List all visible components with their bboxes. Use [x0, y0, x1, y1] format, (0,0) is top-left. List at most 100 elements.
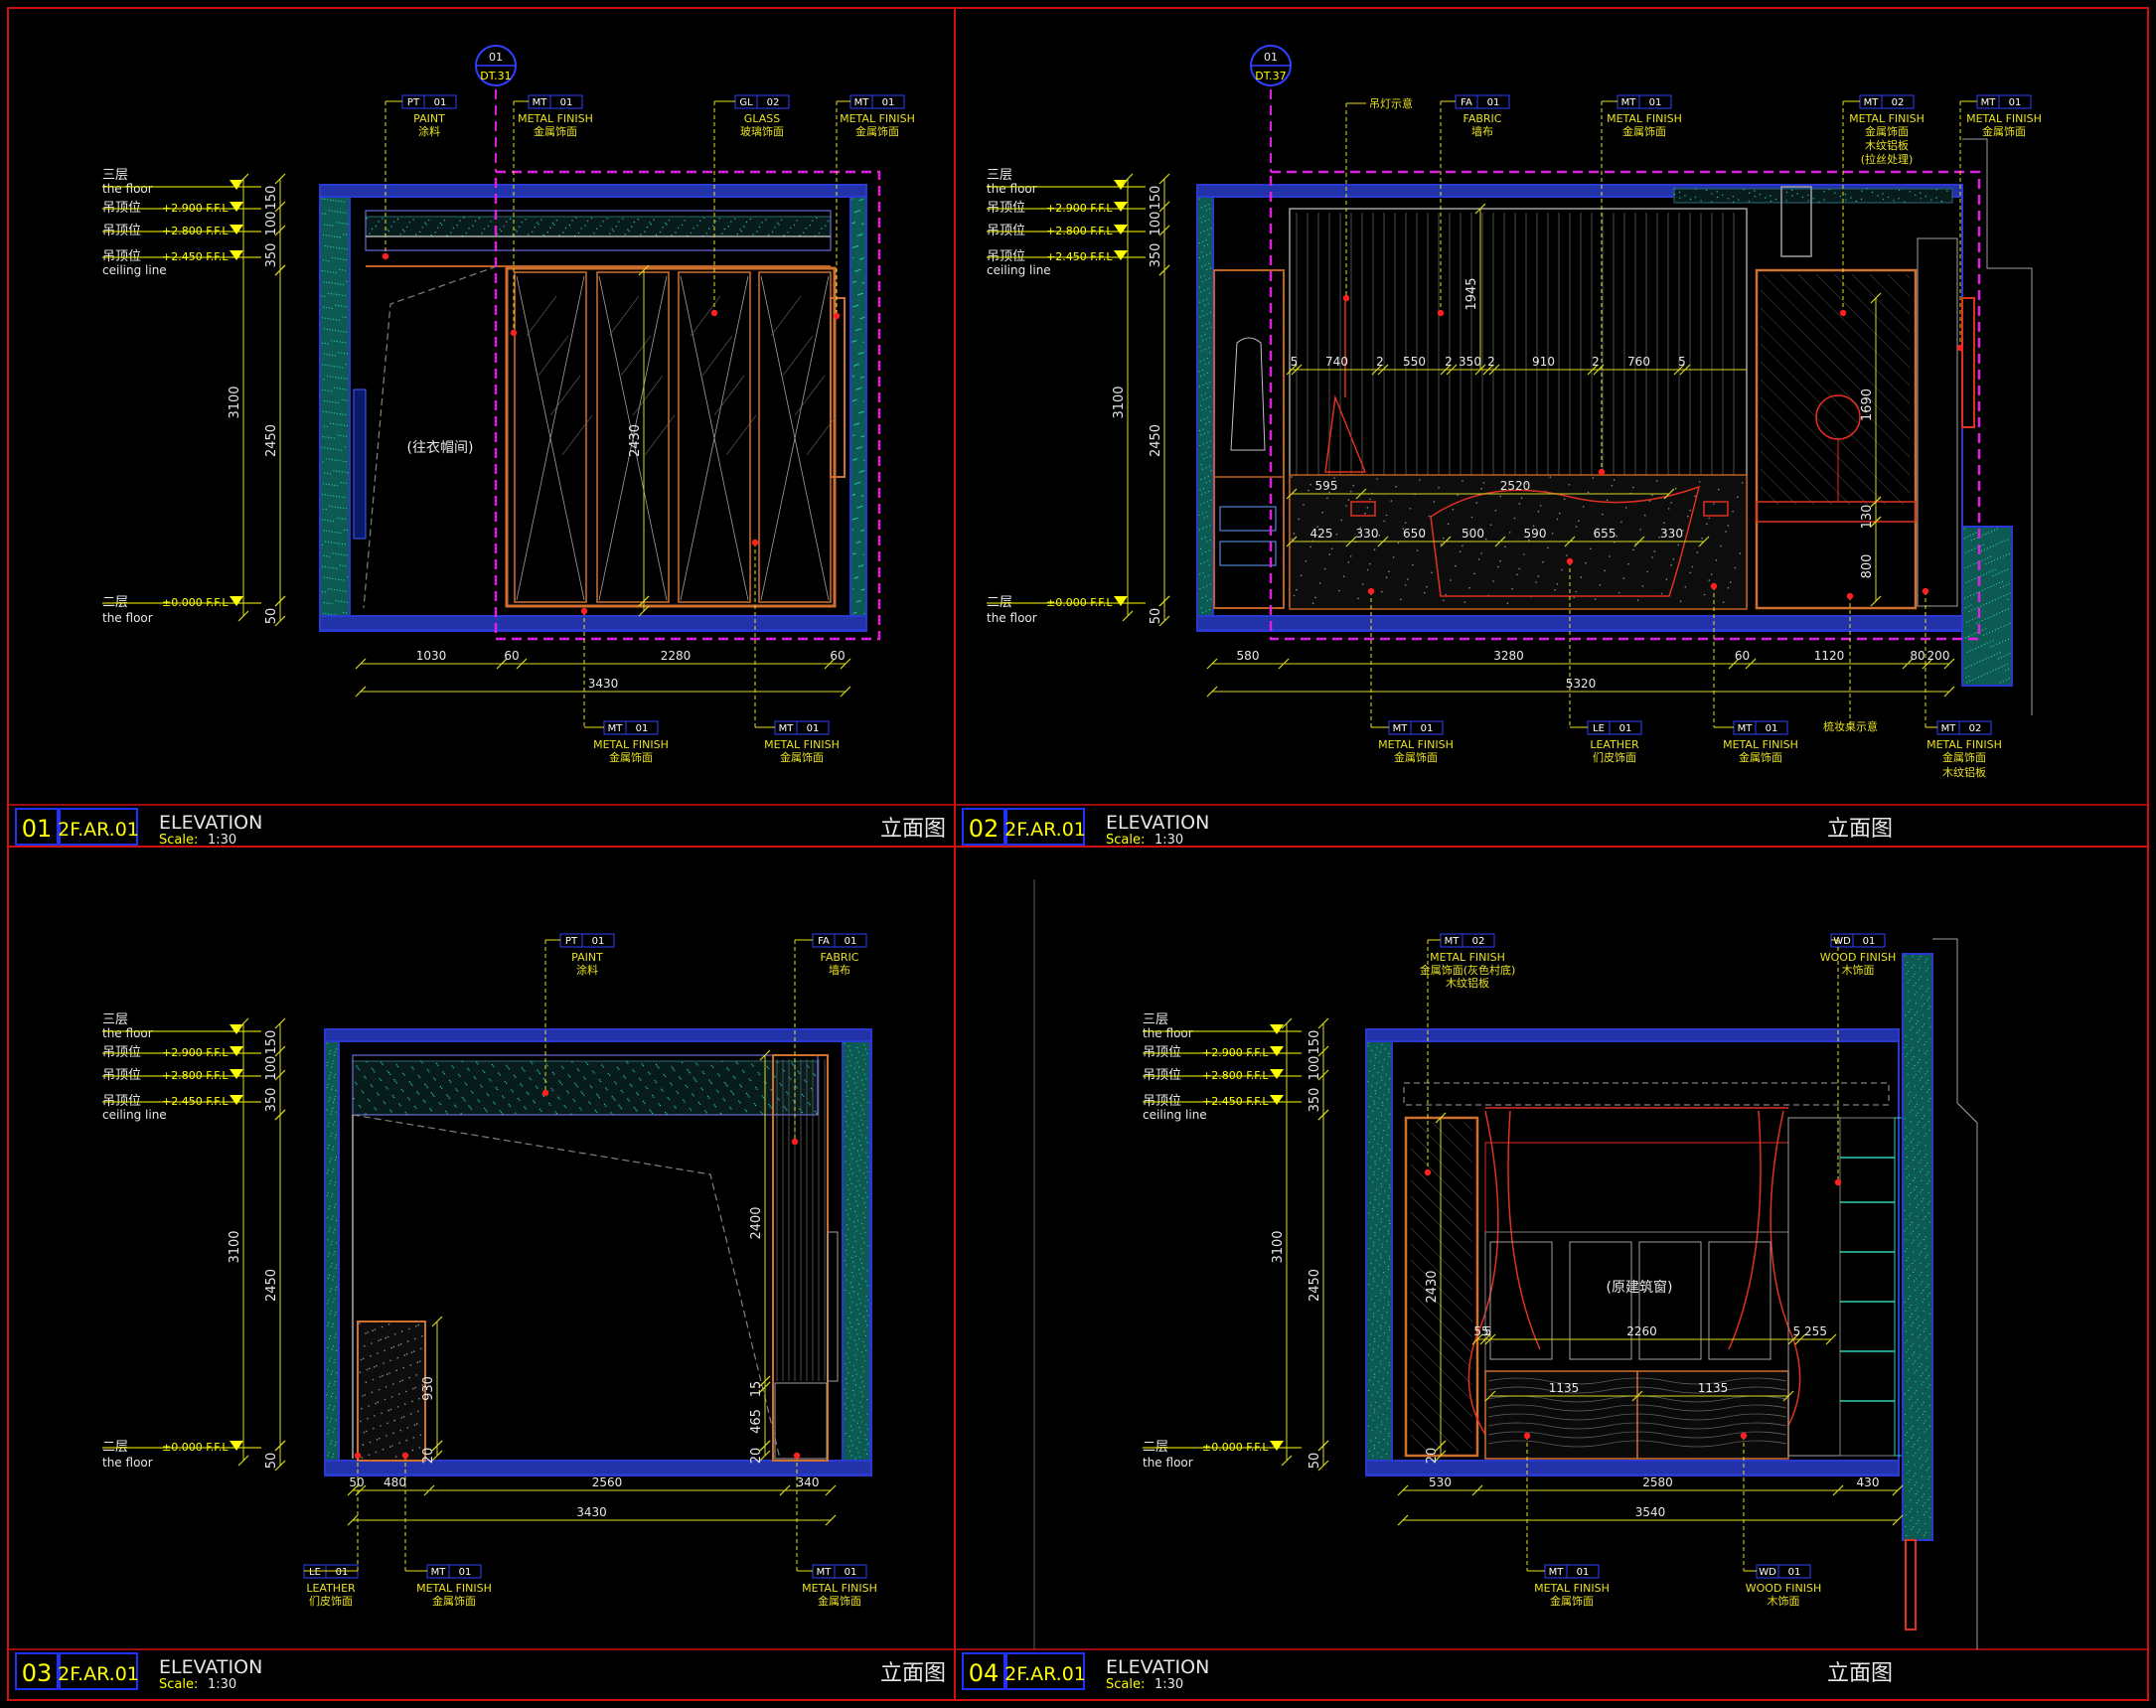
- tag-num-box: [796, 720, 830, 735]
- ceiling-dot: [468, 228, 470, 230]
- wall-hatch-dot: [1915, 1381, 1917, 1383]
- dim-tick: [1870, 595, 1882, 607]
- ceiling-fill: [365, 216, 832, 237]
- wall-hatch-dot: [1904, 955, 1906, 957]
- wall-hatch-dot: [860, 1119, 862, 1121]
- wall-hatch-dot: [849, 1139, 851, 1141]
- wall-hatch-dot: [1921, 1076, 1924, 1079]
- wall-hatch-dot: [1204, 407, 1206, 409]
- wall-hatch-dot: [332, 376, 334, 378]
- wall-hatch-dot: [1384, 1392, 1387, 1395]
- wall-hatch-dot: [1369, 1095, 1372, 1098]
- wall-hatch-dot: [1917, 1112, 1919, 1114]
- wall-hatch-dot: [335, 578, 337, 580]
- tag-en: WOOD FINISH: [1746, 1582, 1821, 1595]
- finish-marker: [354, 1452, 362, 1460]
- wall-hatch-dot: [861, 1421, 863, 1423]
- wall-hatch-dot: [341, 543, 344, 545]
- wall-hatch-dot: [1380, 1363, 1382, 1365]
- wall-hatch-dot: [844, 1042, 846, 1044]
- glass-pattern: [794, 275, 830, 439]
- sheet-number: 02: [969, 815, 1000, 843]
- ceiling-dot: [542, 1095, 545, 1098]
- dim-label: 2450: [264, 424, 279, 457]
- level-triangle: [230, 250, 243, 260]
- wall-hatch-dot: [328, 1300, 330, 1302]
- wall-hatch-dot: [2001, 571, 2003, 573]
- wall-hatch-dot: [336, 517, 338, 519]
- leather-dot: [1513, 517, 1516, 520]
- tag-en: METAL FINISH: [593, 738, 669, 751]
- wall-hatch-dot: [865, 1166, 867, 1168]
- wall-hatch-dot: [1905, 1014, 1907, 1016]
- wall-hatch-dot: [1974, 608, 1976, 610]
- wall-hatch-dot: [848, 1075, 850, 1077]
- wall-hatch-dot: [1925, 1348, 1926, 1350]
- leather-dot: [1366, 507, 1369, 509]
- wall-hatch-dot: [1914, 1097, 1916, 1099]
- wall-hatch-dot: [1977, 676, 1980, 679]
- ceiling-dot: [554, 1111, 556, 1113]
- hatch-line: [1760, 414, 1851, 506]
- wall-hatch-dot: [1923, 1381, 1925, 1383]
- wall-hatch-dot: [1919, 1162, 1921, 1164]
- leather-dot: [371, 1342, 373, 1344]
- wall-hatch-dot: [1968, 610, 1970, 612]
- wall-hatch-dot: [1919, 1345, 1921, 1347]
- leather-dot: [417, 1323, 420, 1326]
- leather-dot: [1462, 544, 1463, 547]
- dim-label: 1030: [416, 649, 447, 663]
- ceiling-dot: [371, 1085, 374, 1088]
- wall-hatch-dot: [1913, 1342, 1915, 1344]
- wall-hatch-dot: [863, 613, 865, 615]
- wall-hatch-dot: [1208, 233, 1210, 235]
- ceiling-dot: [545, 1081, 547, 1083]
- wall-hatch-dot: [1925, 1257, 1926, 1259]
- leather-dot: [1350, 490, 1352, 493]
- wall-hatch-dot: [1385, 1215, 1387, 1217]
- wall-hatch-dot: [345, 461, 347, 463]
- wall-hatch-dot: [1913, 985, 1915, 987]
- wall-hatch-dot: [1922, 1413, 1924, 1415]
- ceiling-dot: [731, 1092, 733, 1094]
- dim-tick: [1587, 364, 1599, 376]
- wall-hatch-dot: [1989, 671, 1991, 673]
- wall-hatch-dot: [339, 413, 341, 415]
- ceiling-dot: [809, 1104, 811, 1106]
- tag-code: MT: [1445, 936, 1461, 947]
- ceiling-dot: [509, 218, 512, 221]
- wall-hatch-dot: [331, 210, 333, 212]
- hatch-line: [1887, 273, 1911, 297]
- leather-dot: [367, 1331, 370, 1333]
- ceiling-dot: [618, 1104, 620, 1106]
- ceiling-dot: [821, 228, 823, 230]
- wall-hatch-dot: [1199, 489, 1201, 491]
- wall-hatch-dot: [1998, 572, 2000, 574]
- wall-hatch-dot: [1389, 1222, 1391, 1224]
- ceiling-dot: [702, 1072, 705, 1075]
- wall-hatch-dot: [1915, 1094, 1917, 1096]
- wall-hatch-dot: [863, 1043, 865, 1045]
- wall-hatch-dot: [334, 1184, 336, 1186]
- leather-dot: [374, 1415, 376, 1417]
- wall-hatch-dot: [855, 483, 857, 485]
- tag-num-box: [1777, 1564, 1811, 1579]
- ceiling-dot: [392, 1078, 395, 1081]
- wall-hatch-dot: [1988, 532, 1990, 534]
- ceiling-dot: [596, 1093, 598, 1096]
- wall-hatch-dot: [1375, 1330, 1377, 1332]
- dim-tick: [516, 658, 528, 670]
- wall-hatch-dot: [341, 424, 343, 426]
- wall-hatch-dot: [847, 1372, 849, 1374]
- wall-hatch-dot: [335, 1090, 337, 1092]
- ceiling-dot: [659, 231, 662, 233]
- wall-hatch-dot: [327, 1239, 329, 1241]
- wall-hatch-dot: [1914, 1065, 1916, 1067]
- wall-hatch-dot: [1203, 458, 1205, 460]
- wall-hatch-dot: [326, 577, 328, 579]
- wall-hatch-dot: [343, 258, 345, 260]
- ceiling-dot: [435, 1062, 438, 1065]
- wall-hatch-dot: [856, 1205, 858, 1207]
- wall-hatch-dot: [1383, 1439, 1385, 1441]
- leather-dot: [1568, 484, 1571, 486]
